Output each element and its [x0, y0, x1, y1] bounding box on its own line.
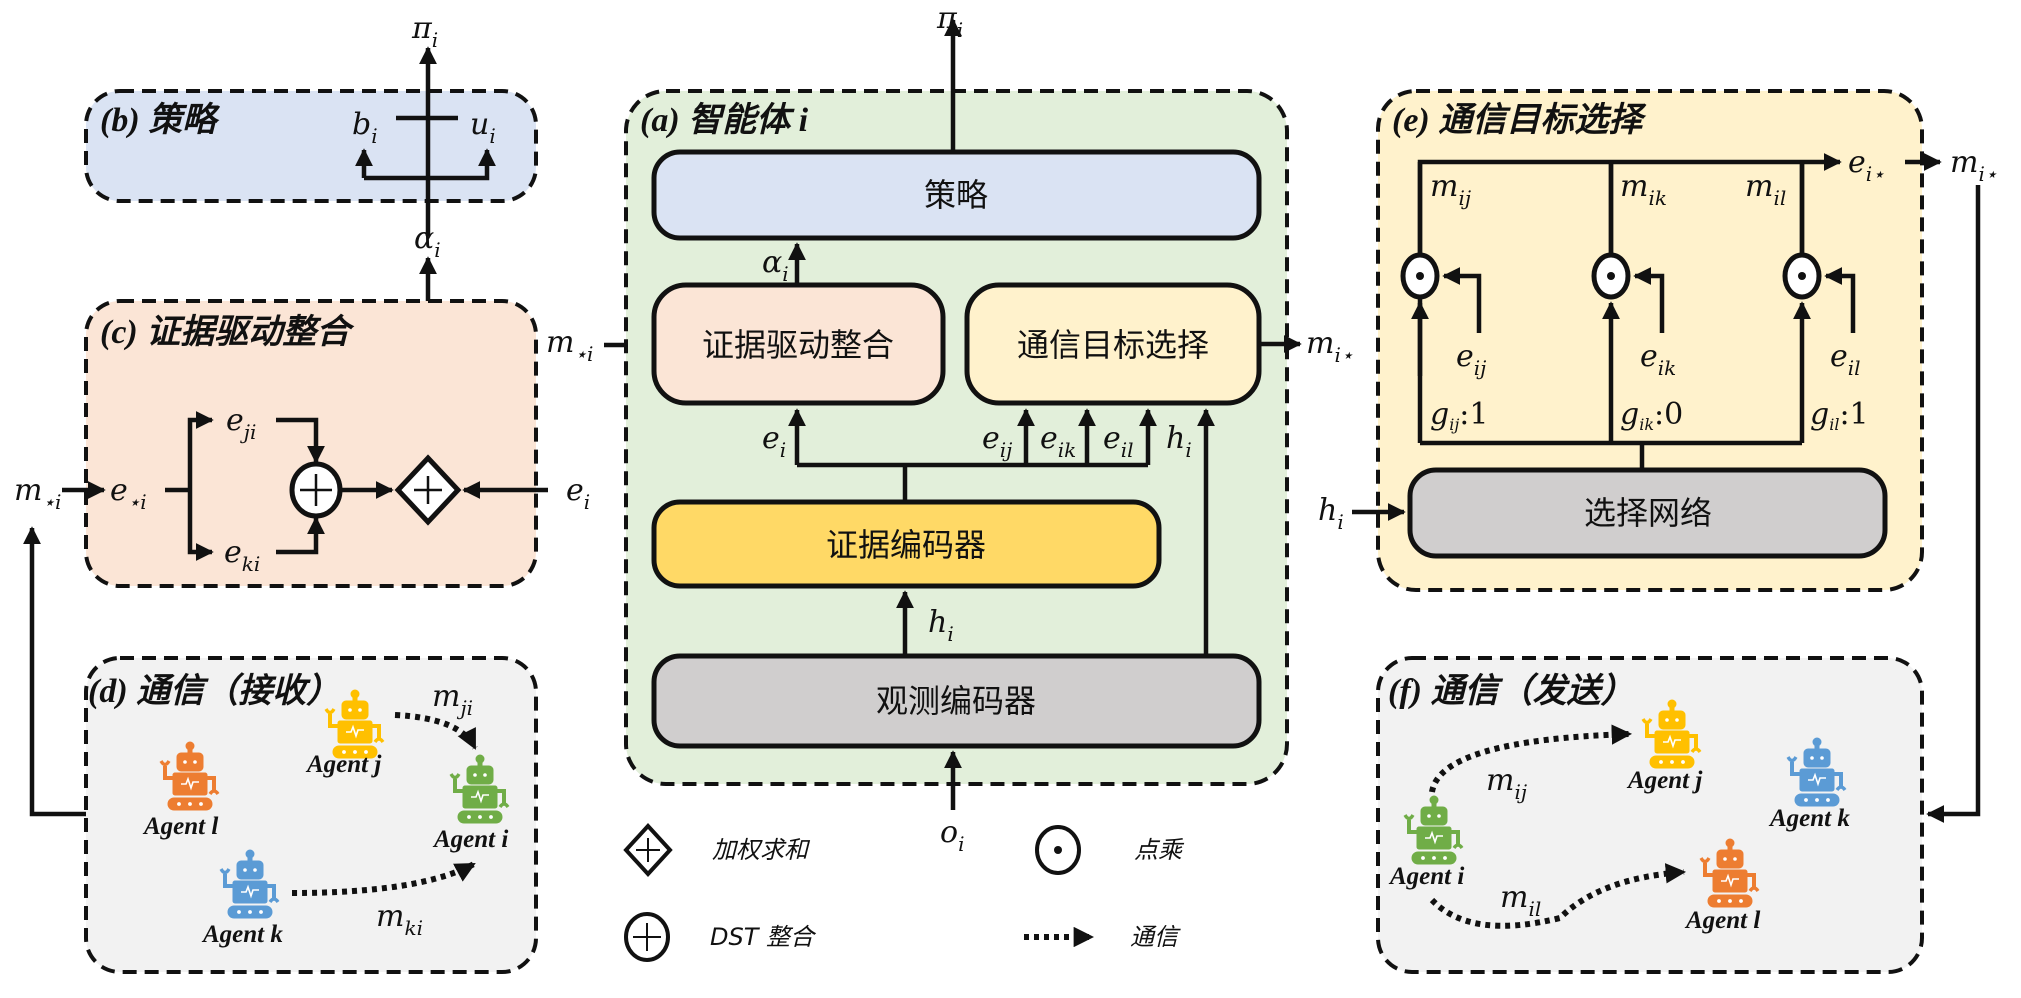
- e-il-label-e: eil: [1830, 339, 1861, 380]
- observation-encoder-block: [651, 653, 1262, 749]
- e-i-label-c: ei: [566, 473, 590, 514]
- m-ik-label-e: mik: [1620, 169, 1667, 210]
- e-i-star-label: ei⋆: [1848, 145, 1885, 186]
- panel-b-title: (b) 策略: [100, 101, 220, 139]
- legend-weighted-sum-icon: [623, 823, 673, 877]
- panel-e-target-selection: (e) 通信目标选择 ei⋆ mi⋆ mij mik mil eij e: [1318, 89, 1997, 592]
- pi-i-label-a: πi: [936, 1, 963, 42]
- legend-dst-fusion-icon: [624, 912, 670, 962]
- panel-b-policy: (b) 策略 πi bi ui: [84, 11, 538, 236]
- comm-arrow-j-to-i: [394, 712, 478, 750]
- m-star-i-agent-label: m⋆i: [546, 325, 593, 366]
- agent-i-label-d: Agent i: [432, 826, 508, 853]
- alpha-i-label-a: αi: [762, 245, 789, 286]
- e-ij-label-a: eij: [982, 421, 1012, 462]
- agent-i-label-f: Agent i: [1388, 863, 1464, 890]
- agent-k-label-f: Agent k: [1768, 805, 1850, 832]
- e-il-label-a: eil: [1103, 421, 1134, 462]
- e-i-label-a: ei: [762, 421, 786, 462]
- u-i-label: ui: [470, 107, 496, 148]
- panel-a-agent: (a) 智能体 i πi 策略 αi 证据驱动整合 通信目标选择 ei eij …: [624, 1, 1302, 856]
- h-i-label-e: hi: [1318, 493, 1344, 534]
- evidence-fusion-block-label: 证据驱动整合: [702, 326, 894, 364]
- weighted-sum-node: [394, 454, 462, 526]
- policy-block-label: 策略: [924, 176, 988, 214]
- m-i-star-agent-label: mi⋆: [1306, 326, 1353, 367]
- observation-encoder-block-label: 观测编码器: [876, 682, 1036, 720]
- m-ji-label: mji: [432, 679, 473, 720]
- panel-d-background: [84, 656, 538, 974]
- evidence-encoder-block-label: 证据编码器: [826, 526, 986, 564]
- selection-network-block: [1407, 467, 1888, 559]
- m-ki-label: mki: [376, 899, 423, 940]
- pi-i-label-b: πi: [411, 11, 438, 52]
- panel-d-title: (d) 通信（接收）: [88, 672, 340, 710]
- legend-dst-fusion-label: DST 整合: [710, 923, 817, 951]
- agent-k-label-d: Agent k: [201, 921, 283, 948]
- e-ji-label: eji: [226, 403, 256, 444]
- panel-f-send: (f) 通信（发送） Agent j Agent k Agent i Agent…: [1376, 656, 1924, 974]
- panel-f-background: [1376, 656, 1924, 974]
- comm-arrow-i-to-j: [1429, 724, 1633, 793]
- g-ik-label: gik:0: [1620, 397, 1683, 434]
- legend-weighted-sum-label: 加权求和: [712, 836, 811, 864]
- h-i-label-right-a: hi: [1166, 421, 1192, 462]
- e-ij-label-e: eij: [1456, 339, 1486, 380]
- dot-product-node-il: [1782, 252, 1822, 300]
- g-il-label: gil:1: [1810, 397, 1869, 434]
- h-i-label-a: hi: [928, 605, 954, 646]
- e-ik-label-e: eik: [1640, 339, 1676, 380]
- evidence-encoder-block: [651, 499, 1162, 589]
- evidence-fusion-block: [651, 282, 946, 406]
- send-feedback-arrow: [1926, 185, 1981, 823]
- panel-c-title: (c) 证据驱动整合: [100, 313, 355, 351]
- m-il-label-e: mil: [1745, 169, 1786, 210]
- comm-arrow-k-to-i: [291, 861, 476, 896]
- alpha-i-label-left: αi: [414, 221, 441, 262]
- o-i-label: oi: [940, 815, 964, 856]
- panel-f-title: (f) 通信（发送）: [1388, 672, 1634, 710]
- comm-arrow-i-to-l: [1429, 863, 1687, 929]
- e-ik-label-a: eik: [1040, 421, 1076, 462]
- m-il-label-f: mil: [1500, 880, 1541, 921]
- legend: 加权求和 点乘 DST 整合 通信: [623, 823, 1185, 962]
- panel-a-background: [624, 89, 1289, 786]
- e-star-i-label: e⋆i: [110, 473, 147, 514]
- panel-d-receive: (d) 通信（接收） Agent j Agent l Agent i Agent…: [23, 526, 538, 974]
- m-i-star-right-label: mi⋆: [1950, 145, 1997, 186]
- dot-product-node-ij: [1400, 252, 1440, 300]
- legend-dot-product-icon: [1035, 825, 1081, 875]
- g-ij-label: gij:1: [1430, 397, 1489, 434]
- dst-fusion-node: [289, 461, 343, 519]
- panel-e-title: (e) 通信目标选择: [1392, 101, 1647, 139]
- legend-communication-label: 通信: [1130, 923, 1181, 951]
- panel-c-evidence-fusion: (c) 证据驱动整合 m⋆i e⋆i eji eki ei: [14, 299, 590, 588]
- target-selection-block-label: 通信目标选择: [1017, 326, 1209, 364]
- selection-network-block-label: 选择网络: [1584, 494, 1712, 532]
- agent-l-label-d: Agent l: [142, 813, 218, 840]
- dot-product-node-ik: [1591, 252, 1631, 300]
- m-star-i-left-label: m⋆i: [14, 473, 61, 514]
- b-i-label: bi: [352, 107, 378, 148]
- m-ij-label-f: mij: [1486, 763, 1527, 804]
- e-ki-label: eki: [224, 535, 260, 576]
- agent-j-label-d: Agent j: [305, 751, 382, 778]
- receive-feedback-arrow: [23, 526, 86, 817]
- panel-e-background: [1376, 89, 1924, 592]
- m-ij-label-e: mij: [1430, 169, 1471, 210]
- legend-dot-product-label: 点乘: [1134, 836, 1185, 864]
- agent-l-label-f: Agent l: [1684, 907, 1760, 934]
- policy-block: [651, 149, 1262, 241]
- agent-j-label-f: Agent j: [1626, 767, 1703, 794]
- panel-a-title: (a) 智能体 i: [640, 101, 809, 139]
